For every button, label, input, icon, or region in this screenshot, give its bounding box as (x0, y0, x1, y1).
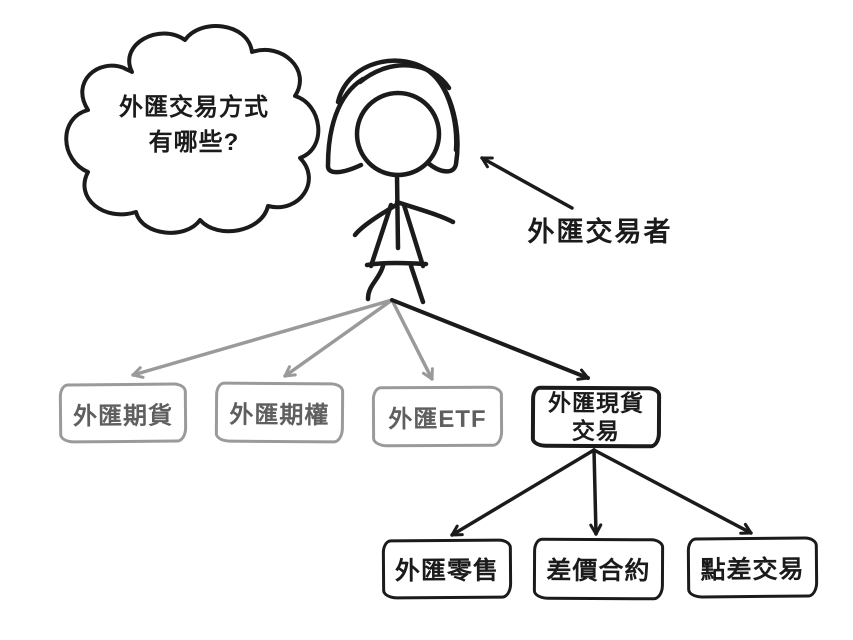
arrow-to-spread-box (592, 448, 753, 535)
arrow-to-spot-box (390, 298, 590, 381)
trader-pointer-arrow (480, 156, 574, 210)
box-forex-spot-label-line1: 外匯現貨 (548, 389, 645, 417)
arrow-to-retail-box (450, 448, 596, 537)
box-forex-spot-trading: 外匯現貨 交易 (530, 385, 662, 449)
box-forex-options: 外匯期權 (214, 381, 345, 444)
thought-cloud-text: 外匯交易方式 有哪些? (84, 90, 304, 160)
arrow-to-cfd-box (589, 448, 603, 536)
box-forex-retail: 外匯零售 (381, 538, 513, 600)
thought-cloud-shape (64, 24, 321, 235)
box-cfd: 差價合約 (532, 537, 665, 601)
box-forex-options-label: 外匯期權 (229, 401, 330, 430)
trader-label: 外匯交易者 (527, 217, 673, 247)
box-forex-spot-label-line2: 交易 (571, 417, 620, 445)
trader-stick-figure-icon (325, 58, 460, 305)
arrow-to-options-box (283, 298, 394, 378)
cloud-question-line1: 外匯交易方式 (119, 94, 269, 121)
box-forex-retail-label: 外匯零售 (394, 556, 500, 586)
box-spread-trading-label: 點差交易 (700, 555, 805, 584)
box-forex-etf: 外匯ETF (371, 385, 504, 448)
box-forex-futures: 外匯期貨 (58, 382, 188, 444)
arrow-to-etf-box (390, 298, 434, 381)
box-forex-futures-label: 外匯期貨 (72, 402, 174, 430)
box-forex-etf-label: 外匯ETF (388, 405, 487, 434)
cloud-question-line2: 有哪些? (148, 129, 240, 156)
box-spread-trading: 點差交易 (686, 536, 819, 599)
arrow-to-futures-box (131, 298, 394, 379)
box-cfd-label: 差價合約 (546, 556, 651, 586)
